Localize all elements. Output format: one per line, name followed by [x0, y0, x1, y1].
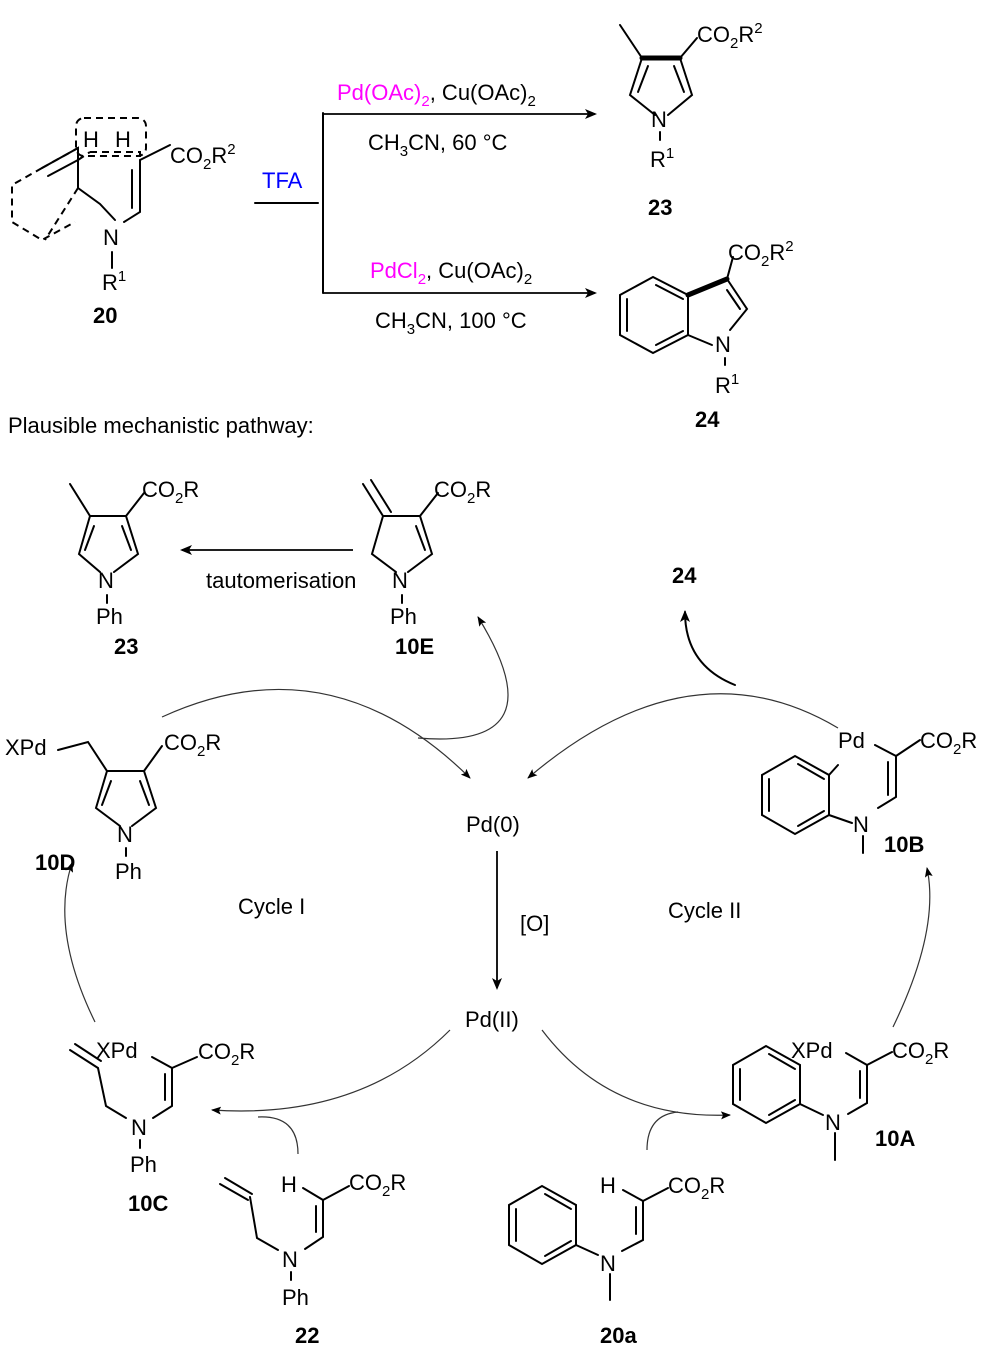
nitrogen-atom: N: [600, 1251, 616, 1276]
product-23: CO2R2 N R1 23: [619, 20, 763, 220]
arrow-pd2-to-10A: [541, 1029, 731, 1120]
h-atom: H: [83, 127, 99, 152]
nitrogen-atom: N: [392, 568, 408, 593]
n-phenyl: Ph: [115, 859, 142, 884]
n-phenyl: Ph: [96, 604, 123, 629]
h-atom: H: [281, 1172, 297, 1197]
r1-substituent: R1: [650, 145, 674, 172]
nitrogen-atom: N: [103, 225, 119, 250]
nitrogen-atom: N: [98, 568, 114, 593]
arrow-22-incoming: [257, 1116, 299, 1155]
compound-10E: CO2R N Ph 10E: [362, 477, 491, 659]
compound-10B: Pd CO2R N 10B: [761, 728, 977, 857]
arrow-20a-incoming: [646, 1111, 679, 1151]
ester-group: CO2R: [434, 477, 491, 507]
r1-substituent: R1: [102, 268, 126, 295]
nitrogen-atom: N: [282, 1247, 298, 1272]
xpd-group: XPd: [5, 735, 47, 760]
lower-solvent: CH3CN, 100 °C: [375, 308, 527, 338]
palladium-atom: Pd: [838, 728, 865, 753]
acid-reagent: TFA: [262, 168, 303, 193]
arrow-10A-to-10B: [892, 867, 933, 1028]
compound-10A: XPd CO2R N 10A: [732, 1038, 949, 1161]
compound-label: 23: [114, 634, 138, 659]
compound-label: 20a: [600, 1323, 637, 1348]
product-24: CO2R2 N R1 24: [619, 238, 794, 432]
cycle-2-label: Cycle II: [668, 898, 741, 923]
mechanism-heading: Plausible mechanistic pathway:: [8, 413, 314, 438]
arrow-to-24: [680, 610, 736, 686]
cycle-1-label: Cycle I: [238, 894, 305, 919]
compound-23-mech: CO2R N Ph 23: [69, 477, 199, 659]
compound-22: H CO2R N Ph 22: [219, 1170, 406, 1348]
xpd-group: XPd: [791, 1038, 833, 1063]
compound-label: 10E: [395, 634, 434, 659]
compound-label: 24: [695, 407, 720, 432]
oxidant-label: [O]: [520, 911, 549, 936]
compound-label: 10C: [128, 1191, 168, 1216]
upper-solvent: CH3CN, 60 °C: [368, 130, 508, 160]
compound-24-label: 24: [672, 563, 697, 588]
nitrogen-atom: N: [825, 1110, 841, 1135]
h-atom: H: [115, 127, 131, 152]
nitrogen-atom: N: [715, 332, 731, 357]
ester-group: CO2R: [198, 1039, 255, 1069]
nitrogen-atom: N: [117, 822, 133, 847]
compound-20a: H CO2R N 20a: [508, 1173, 725, 1348]
compound-label: 23: [648, 195, 672, 220]
lower-reagents: PdCl2, Cu(OAc)2: [370, 258, 532, 288]
nitrogen-atom: N: [651, 107, 667, 132]
ester-group: CO2R2: [697, 20, 763, 52]
r1-substituent: R1: [715, 371, 739, 398]
n-phenyl: Ph: [282, 1285, 309, 1310]
reaction-conditions: TFA Pd(OAc)2, Cu(OAc)2 CH3CN, 60 °C PdCl…: [254, 80, 597, 338]
compound-20: H H CO2R2 N R1 20: [11, 117, 236, 328]
ester-group: CO2R2: [728, 238, 794, 270]
nitrogen-atom: N: [131, 1115, 147, 1140]
ester-group: CO2R: [920, 728, 977, 758]
n-phenyl: Ph: [390, 604, 417, 629]
compound-label: 20: [93, 303, 117, 328]
compound-label: 10B: [884, 832, 924, 857]
h-atom: H: [600, 1173, 616, 1198]
ester-group: CO2R: [164, 730, 221, 760]
compound-10C: XPd CO2R N Ph 10C: [69, 1038, 255, 1216]
pd2-species: Pd(II): [465, 1007, 519, 1032]
ester-group: CO2R2: [170, 141, 236, 173]
nitrogen-atom: N: [853, 812, 869, 837]
tautomerisation-label: tautomerisation: [206, 568, 356, 593]
arrow-10C-to-10D: [64, 862, 96, 1023]
xpd-group: XPd: [96, 1038, 138, 1063]
ester-group: CO2R: [892, 1038, 949, 1068]
arrow-to-10E: [417, 616, 509, 740]
arrow-10B-to-pd0: [527, 693, 839, 779]
ester-group: CO2R: [349, 1170, 406, 1200]
ester-group: CO2R: [668, 1173, 725, 1203]
upper-reagents: Pd(OAc)2, Cu(OAc)2: [337, 80, 536, 110]
compound-10D: XPd CO2R N Ph 10D: [5, 730, 221, 884]
pd0-species: Pd(0): [466, 812, 520, 837]
arrow-10D-to-pd0: [161, 688, 471, 779]
compound-label: 22: [295, 1323, 319, 1348]
ester-group: CO2R: [142, 477, 199, 507]
arrow-pd2-to-10C: [211, 1029, 451, 1115]
n-phenyl: Ph: [130, 1152, 157, 1177]
compound-label: 10A: [875, 1126, 915, 1151]
